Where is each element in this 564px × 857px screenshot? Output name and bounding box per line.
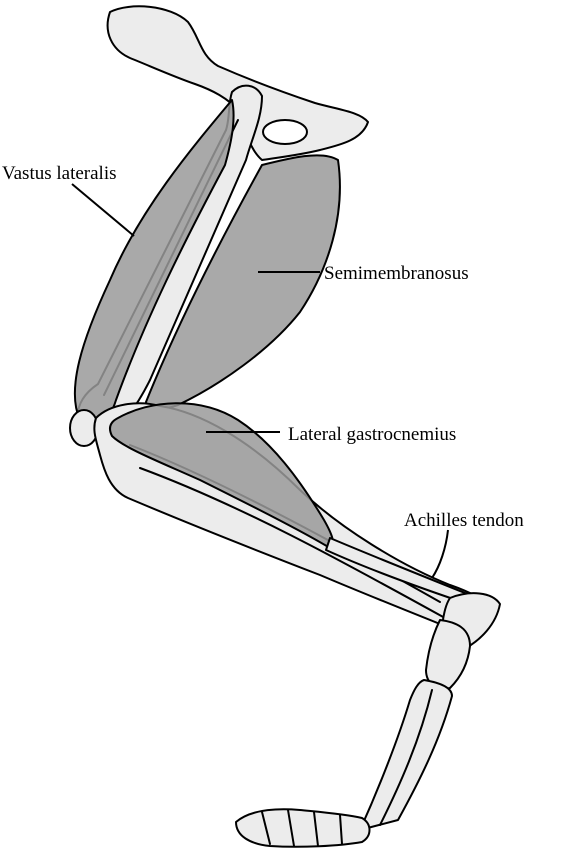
- toe-bones: [235, 808, 371, 848]
- leader-achilles-tendon: [431, 529, 449, 579]
- obturator-foramen: [262, 119, 308, 145]
- leader-vastus-lateralis: [71, 183, 135, 237]
- label-vastus-lateralis: Vastus lateralis: [2, 163, 117, 184]
- toe-joint-lines: [261, 809, 343, 847]
- fibula-line: [139, 467, 446, 619]
- pelvis-bone: [106, 5, 369, 161]
- pelvis-shape: [106, 5, 369, 161]
- semimembranosus-muscle: [145, 154, 341, 411]
- label-achilles-tendon: Achilles tendon: [404, 510, 524, 531]
- tarsal-bones: [425, 619, 471, 690]
- label-lateral-gastrocnemius: Lateral gastrocnemius: [288, 424, 456, 445]
- metatarsal-line: [379, 689, 433, 826]
- metatarsal-bones: [359, 679, 453, 831]
- label-semimembranosus: Semimembranosus: [324, 263, 469, 284]
